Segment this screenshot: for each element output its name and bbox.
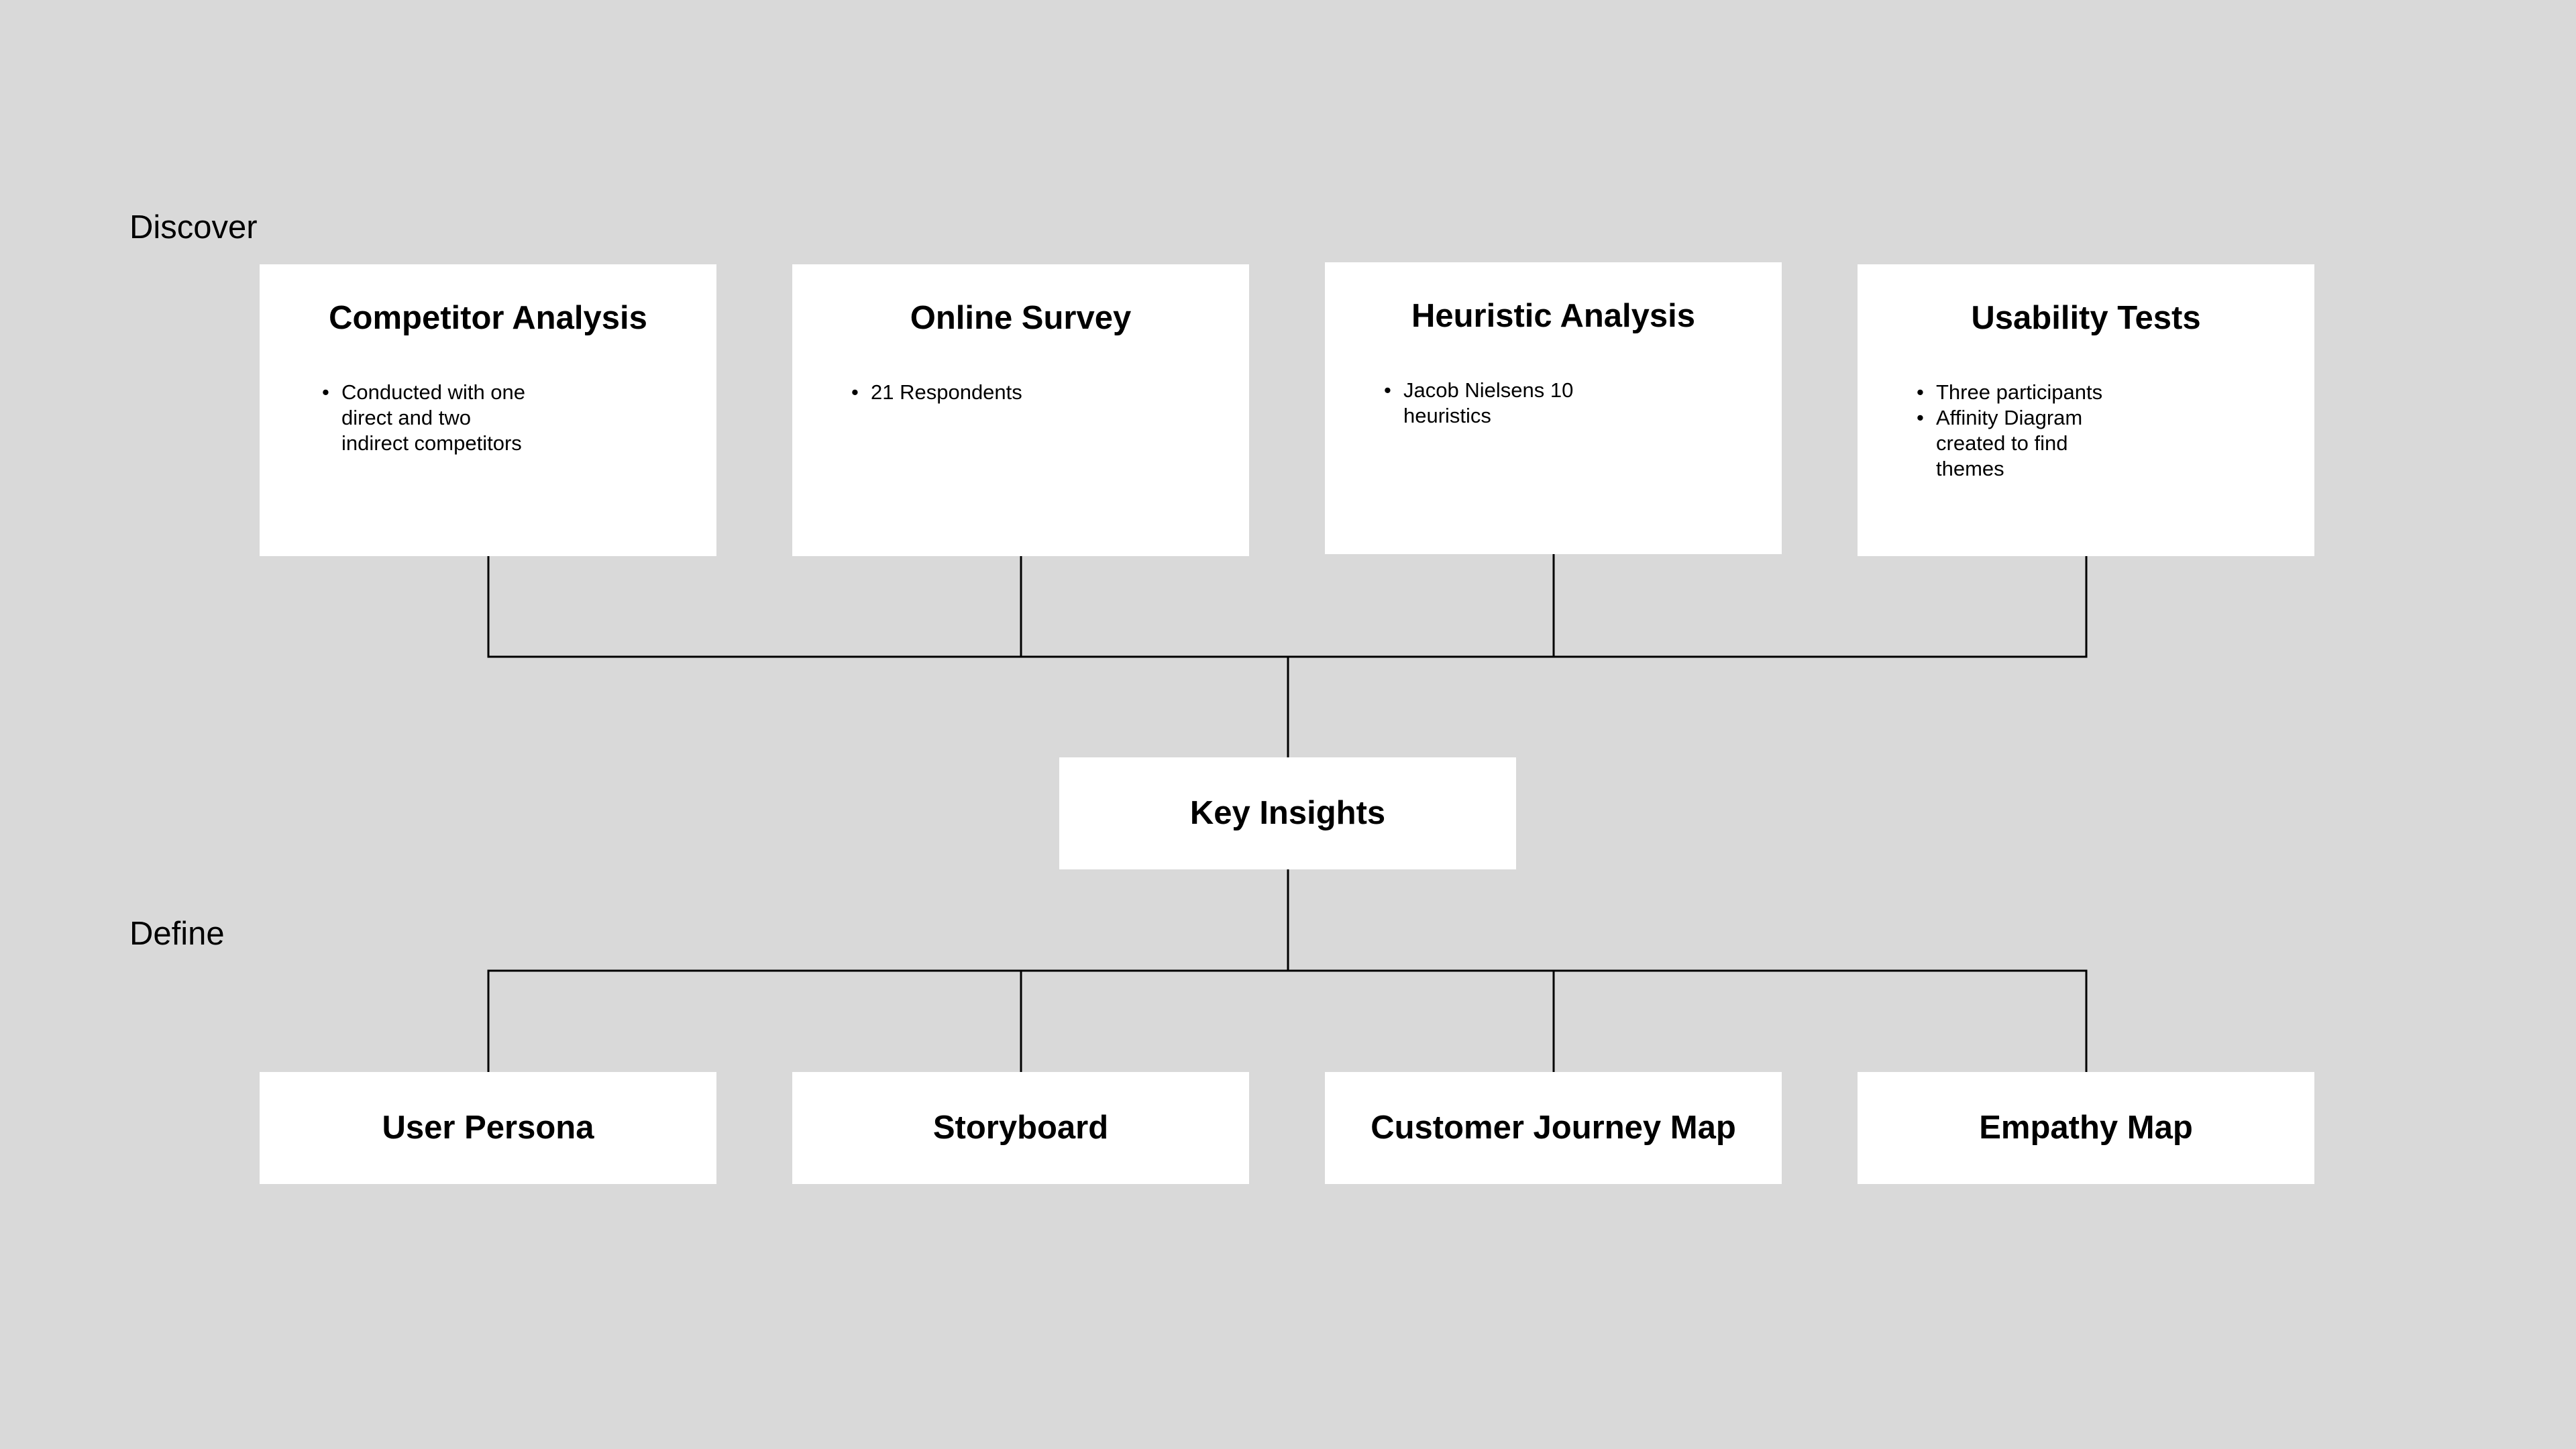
online-survey-card: Online Survey 21 Respondents [792, 264, 1249, 556]
online-survey-bullet: 21 Respondents [851, 380, 1120, 405]
competitor-analysis-bullets: Conducted with one direct and two indire… [322, 380, 543, 456]
usability-tests-card: Usability Tests Three participants Affin… [1858, 264, 2314, 556]
storyboard-title: Storyboard [932, 1110, 1109, 1146]
storyboard-card: Storyboard [792, 1072, 1249, 1184]
online-survey-bullets: 21 Respondents [851, 380, 1120, 405]
online-survey-title: Online Survey [910, 300, 1132, 336]
user-persona-card: User Persona [260, 1072, 716, 1184]
competitor-analysis-title: Competitor Analysis [329, 300, 647, 336]
user-persona-title: User Persona [382, 1110, 594, 1146]
heuristic-analysis-bullets: Jacob Nielsens 10 heuristics [1384, 378, 1605, 429]
heuristic-analysis-bullet: Jacob Nielsens 10 heuristics [1384, 378, 1605, 429]
competitor-analysis-card: Competitor Analysis Conducted with one d… [260, 264, 716, 556]
discover-phase-label: Discover [129, 209, 258, 246]
customer-journey-map-title: Customer Journey Map [1371, 1110, 1736, 1146]
empathy-map-card: Empathy Map [1858, 1072, 2314, 1184]
usability-tests-bullets: Three participants Affinity Diagram crea… [1917, 380, 2138, 482]
competitor-analysis-bullet: Conducted with one direct and two indire… [322, 380, 543, 456]
usability-tests-title: Usability Tests [1971, 300, 2201, 336]
empathy-map-title: Empathy Map [1979, 1110, 2193, 1146]
heuristic-analysis-title: Heuristic Analysis [1411, 298, 1696, 334]
usability-tests-bullet: Three participants [1917, 380, 2138, 405]
heuristic-analysis-card: Heuristic Analysis Jacob Nielsens 10 heu… [1325, 262, 1782, 554]
key-insights-card: Key Insights [1059, 757, 1516, 869]
customer-journey-map-card: Customer Journey Map [1325, 1072, 1782, 1184]
key-insights-title: Key Insights [1189, 795, 1386, 831]
usability-tests-bullet: Affinity Diagram created to find themes [1917, 405, 2138, 482]
define-phase-label: Define [129, 916, 225, 952]
